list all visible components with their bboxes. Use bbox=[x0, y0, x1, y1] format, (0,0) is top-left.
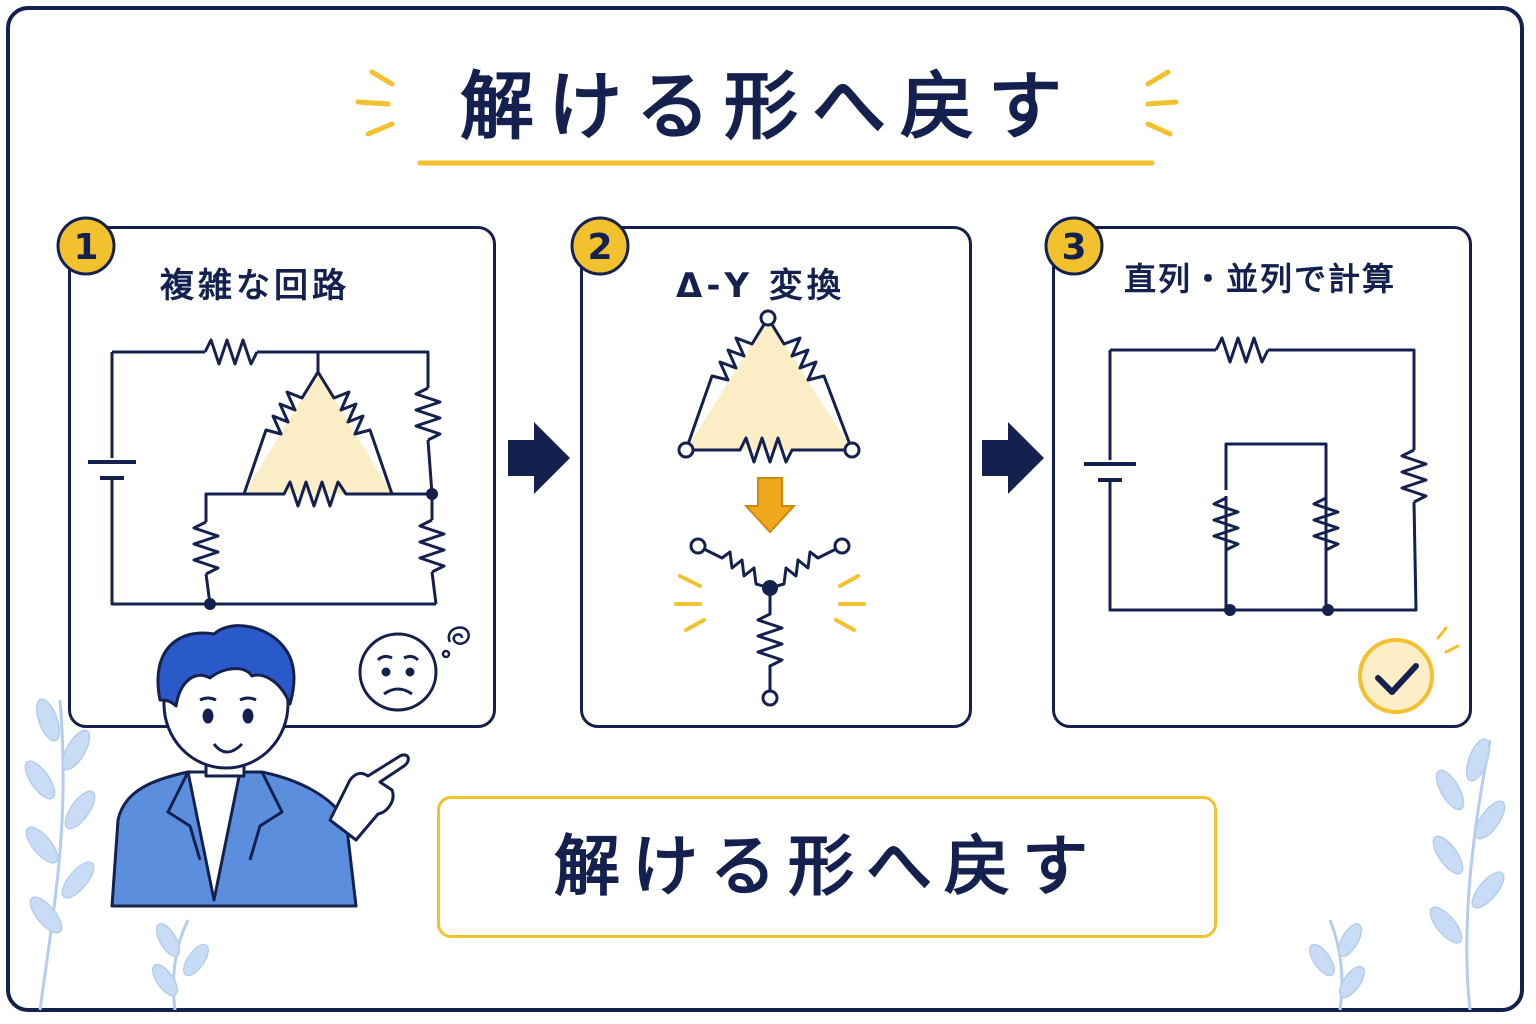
resistor-left-lower bbox=[192, 520, 220, 576]
y-network bbox=[697, 544, 843, 696]
leaf-decoration-left bbox=[24, 698, 209, 1011]
delta-resistor-right bbox=[316, 371, 394, 495]
title-sparkles bbox=[355, 69, 1179, 137]
y-sparkles bbox=[674, 574, 866, 632]
confused-face-icon bbox=[358, 632, 438, 712]
step-badge-3: 3 bbox=[1044, 216, 1104, 276]
resistor-right-upper bbox=[414, 386, 442, 442]
step-number-1: 1 bbox=[73, 227, 98, 268]
transform-arrow-icon bbox=[743, 477, 797, 534]
bottom-message-box: 解ける形へ戻す bbox=[437, 796, 1217, 938]
main-title: 解ける形へ戻す bbox=[460, 64, 1076, 150]
bottom-message: 解ける形へ戻す bbox=[554, 828, 1100, 905]
step-2-label: Δ-Y 変換 bbox=[676, 266, 845, 306]
delta-resistor-a bbox=[684, 317, 770, 451]
next-arrow-2 bbox=[982, 422, 1044, 494]
presenter-character bbox=[110, 624, 410, 908]
delta-resistor-left bbox=[242, 371, 320, 495]
delta-network bbox=[684, 317, 854, 464]
delta-resistor-bottom bbox=[244, 480, 392, 508]
step-badge-1: 1 bbox=[56, 216, 116, 276]
step-badge-2: 2 bbox=[570, 216, 630, 276]
next-arrow-1 bbox=[508, 422, 570, 494]
delta-resistor-c bbox=[686, 436, 852, 464]
simple-circuit bbox=[1084, 336, 1428, 612]
parallel-resistor-left bbox=[1212, 496, 1240, 552]
step-3-label: 直列・並列で計算 bbox=[1124, 260, 1397, 298]
series-resistor-right bbox=[1400, 448, 1428, 504]
step-1-label: 複雑な回路 bbox=[160, 266, 350, 306]
parallel-resistor-right bbox=[1312, 496, 1340, 552]
delta-triangle-fill bbox=[244, 372, 392, 494]
step-number-2: 2 bbox=[587, 227, 612, 268]
check-circle-icon bbox=[1358, 626, 1460, 714]
delta-resistor-b bbox=[766, 317, 854, 451]
thinking-swirl-icon bbox=[441, 626, 470, 659]
resistor-right-lower bbox=[418, 518, 446, 574]
leaf-decoration-right bbox=[1309, 738, 1506, 1011]
series-resistor-top bbox=[1214, 336, 1270, 364]
step-number-3: 3 bbox=[1061, 227, 1086, 268]
complex-circuit bbox=[88, 338, 446, 606]
resistor-top bbox=[203, 338, 259, 366]
